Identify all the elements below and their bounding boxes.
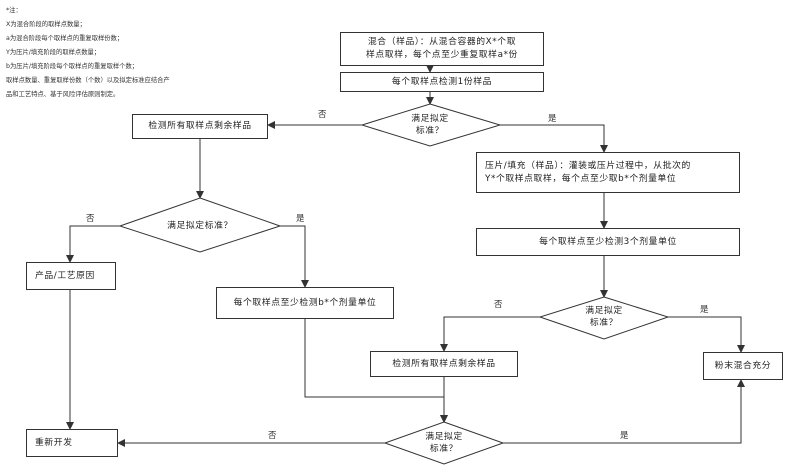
tablet-sample-box: 压片/填充（样品）：灌装或压片过程中，从批次的 Y*个取样点取样，每个点至少取b… xyxy=(476,152,740,193)
arrow-d2-no xyxy=(66,225,120,263)
arrow-d3-no xyxy=(440,316,540,352)
note-line: Y为压片/填充阶段的取样点数量； xyxy=(6,49,101,56)
test-remaining-left-box: 检测所有取样点剩余样品 xyxy=(132,114,268,139)
tablet-sample-line1: 压片/填充（样品）：灌装或压片过程中，从批次的 xyxy=(485,160,691,171)
decision-3-line2: 标准？ xyxy=(589,318,619,328)
test-b-units-box: 每个取样点至少检测b*个剂量单位 xyxy=(216,287,394,319)
decision-3-line1: 满足拟定 xyxy=(585,306,623,316)
note-line: 品和工艺特点、基于风险评估原则制定。 xyxy=(6,91,120,98)
note-line: b为压片/填充阶段每个取样点的重复取样个数； xyxy=(6,63,139,70)
arrow-d2-yes xyxy=(280,225,309,288)
redevelop-box: 重新开发 xyxy=(26,429,118,457)
arrow-d1-yes xyxy=(500,124,608,153)
test-one-each-box: 每个取样点检测1份样品 xyxy=(340,72,544,92)
mix-sample-line2: 样点取样，每个点至少重复取样a*份 xyxy=(366,50,518,60)
edge-label-d3-no: 否 xyxy=(494,300,503,310)
note-line: X为混合阶段的取样点数量； xyxy=(6,21,86,28)
product-cause-box: 产品/工艺原因 xyxy=(26,262,116,290)
decision-diamond-3 xyxy=(538,296,670,340)
decision-diamond-4 xyxy=(383,421,505,465)
notes-title: *注： xyxy=(6,7,22,14)
decision-1-line1: 满足拟定 xyxy=(411,114,449,124)
note-line: a为混合阶段每个取样点的重复取样份数； xyxy=(6,35,124,42)
decision-4-line1: 满足拟定 xyxy=(425,432,463,442)
powder-ok-box: 粉末混合充分 xyxy=(703,352,783,380)
mix-sample-box: 混合（样品）：从混合容器的X*个取 样点取样，每个点至少重复取样a*份 xyxy=(340,32,544,66)
note-line: 取样点数量、重复取样份数（个数）以及拟定标准应结合产 xyxy=(6,77,170,84)
arrow-d4-yes xyxy=(503,379,745,444)
decision-3-text: 满足拟定 标准？ xyxy=(554,305,654,329)
edge-label-d4-yes: 是 xyxy=(620,431,629,441)
decision-1-text: 满足拟定 标准？ xyxy=(380,113,480,137)
arrow-d3-yes xyxy=(668,316,745,353)
decision-2-text: 满足拟定标准？ xyxy=(167,221,233,231)
decision-4-line2: 标准？ xyxy=(429,444,459,454)
mix-sample-line1: 混合（样品）：从混合容器的X*个取 xyxy=(367,37,517,47)
decision-4-text: 满足拟定 标准？ xyxy=(394,431,494,455)
edge-label-d3-yes: 是 xyxy=(700,305,709,315)
edge-label-d1-no: 否 xyxy=(318,110,327,120)
test-remaining-mid-box: 检测所有取样点剩余样品 xyxy=(370,351,518,377)
decision-diamond-1 xyxy=(360,103,502,147)
edge-label-d2-no: 否 xyxy=(86,214,95,224)
test-three-units-box: 每个取样点至少检测3个剂量单位 xyxy=(476,228,740,256)
tablet-sample-line2: Y*个取样点取样，每个点至少取b*个剂量单位 xyxy=(485,173,677,184)
notes-panel: *注： X为混合阶段的取样点数量； a为混合阶段每个取样点的重复取样份数； Y为… xyxy=(6,4,326,102)
decision-1-line2: 标准？ xyxy=(415,126,445,136)
decision-diamond-2 xyxy=(118,197,282,253)
edge-label-d4-no: 否 xyxy=(268,431,277,441)
edge-label-d1-yes: 是 xyxy=(548,114,557,124)
edge-label-d2-yes: 是 xyxy=(296,214,305,224)
